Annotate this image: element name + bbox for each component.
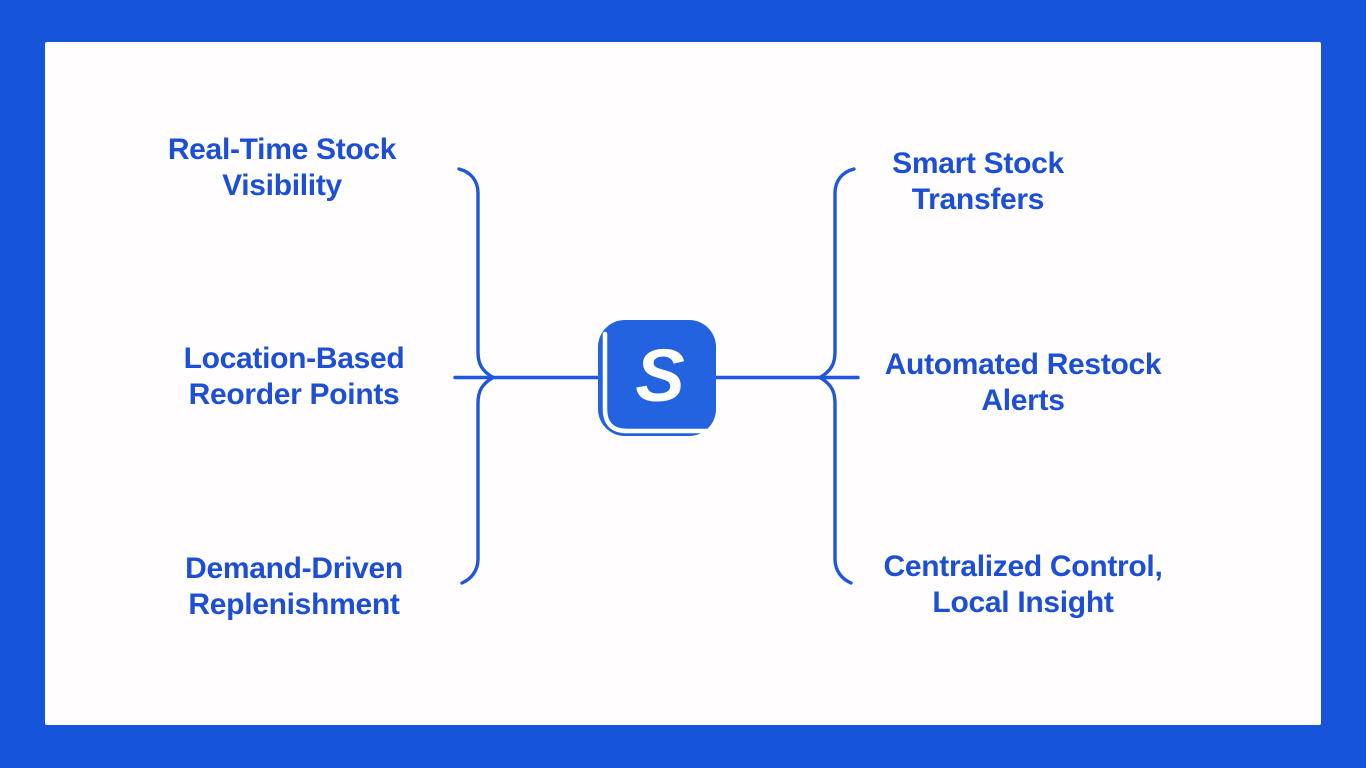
- feature-label-real-time-stock-visibility: Real-Time Stock Visibility: [167, 133, 397, 202]
- logo-corner-accent: [602, 331, 714, 434]
- feature-label-automated-restock-alerts: Automated Restock Alerts: [884, 348, 1162, 417]
- logo-letter: S: [635, 334, 685, 417]
- app-logo: S: [598, 320, 716, 436]
- feature-label-location-based-reorder-points: Location-Based Reorder Points: [183, 342, 405, 411]
- feature-label-smart-stock-transfers: Smart Stock Transfers: [892, 147, 1064, 216]
- feature-label-centralized-control-local-insight: Centralized Control, Local Insight: [883, 550, 1163, 619]
- feature-label-demand-driven-replenishment: Demand-Driven Replenishment: [185, 552, 403, 621]
